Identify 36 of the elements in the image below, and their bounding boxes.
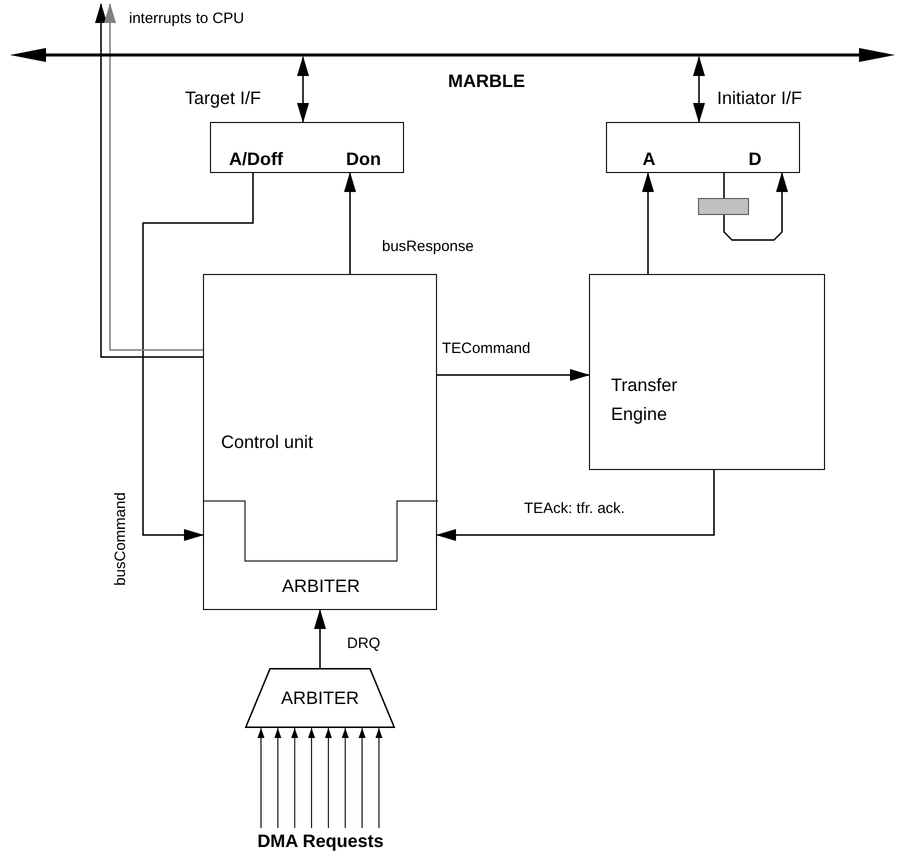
request-arrow	[308, 728, 316, 828]
request-arrow	[358, 728, 366, 828]
arrow	[642, 172, 654, 274]
arrow	[297, 56, 309, 123]
block-label: ARBITER	[280, 687, 360, 709]
request-arrow	[375, 728, 382, 828]
arrow	[142, 173, 254, 541]
request-arrow	[258, 728, 264, 828]
arrow	[437, 369, 590, 381]
block-label: Transfer Engine	[611, 374, 678, 426]
arrow	[723, 172, 788, 241]
request-arrow	[342, 728, 349, 828]
arbiter-trapezoid	[245, 668, 395, 728]
edge-label: busResponse	[380, 238, 476, 256]
request-arrow	[324, 728, 332, 828]
port-label: D	[717, 135, 793, 174]
port-label: A	[631, 135, 667, 174]
arrow	[693, 56, 705, 123]
block-label: Control unit	[221, 431, 314, 453]
block-label: ARBITER	[280, 575, 361, 597]
requests-label: DMA Requests	[228, 828, 413, 855]
arrow	[436, 470, 715, 541]
edge-label: DRQ	[345, 635, 382, 653]
port-label: A/Doff	[221, 135, 291, 174]
port-label: Don	[331, 135, 396, 174]
arrow	[314, 609, 326, 668]
request-arrow	[274, 728, 282, 828]
connector-line	[723, 173, 725, 198]
request-arrow	[291, 728, 298, 828]
transfer-engine-box	[589, 274, 825, 470]
bus-label: MARBLE	[448, 70, 526, 92]
register-bar	[698, 198, 749, 215]
interface-label: Initiator I/F	[717, 87, 804, 109]
control-unit-box	[203, 274, 437, 610]
interface-label: Target I/F	[185, 87, 262, 109]
arrow	[344, 172, 356, 274]
